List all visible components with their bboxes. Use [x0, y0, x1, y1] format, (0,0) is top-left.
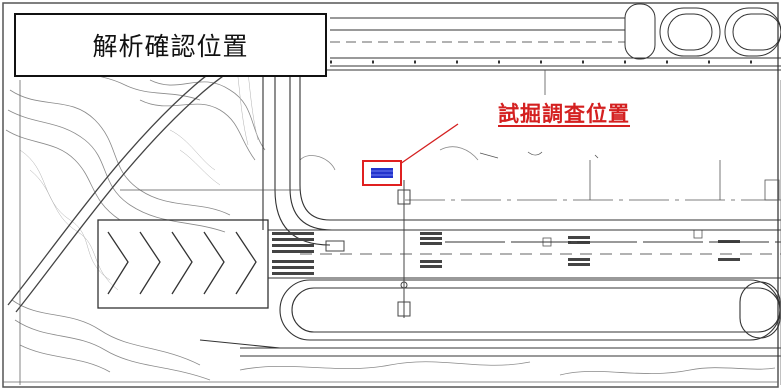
title-text: 解析確認位置: [92, 32, 249, 61]
leader-line: [399, 123, 459, 165]
apron-details: [120, 70, 781, 247]
top-taxiway: [330, 17, 781, 67]
top-right-loops: [624, 3, 781, 60]
excavation-site-marker: [362, 160, 402, 186]
lower-loop-taxiway: [199, 279, 781, 357]
analysis-location-title: 解析確認位置: [14, 13, 327, 77]
terrain-texture: [19, 29, 259, 291]
edge-lines: [3, 80, 781, 385]
chevron-blast-pad: [97, 219, 269, 309]
excavation-site-label: 試掘調査位置: [498, 102, 630, 126]
survey-line: [325, 180, 411, 318]
main-runway: [268, 229, 781, 279]
